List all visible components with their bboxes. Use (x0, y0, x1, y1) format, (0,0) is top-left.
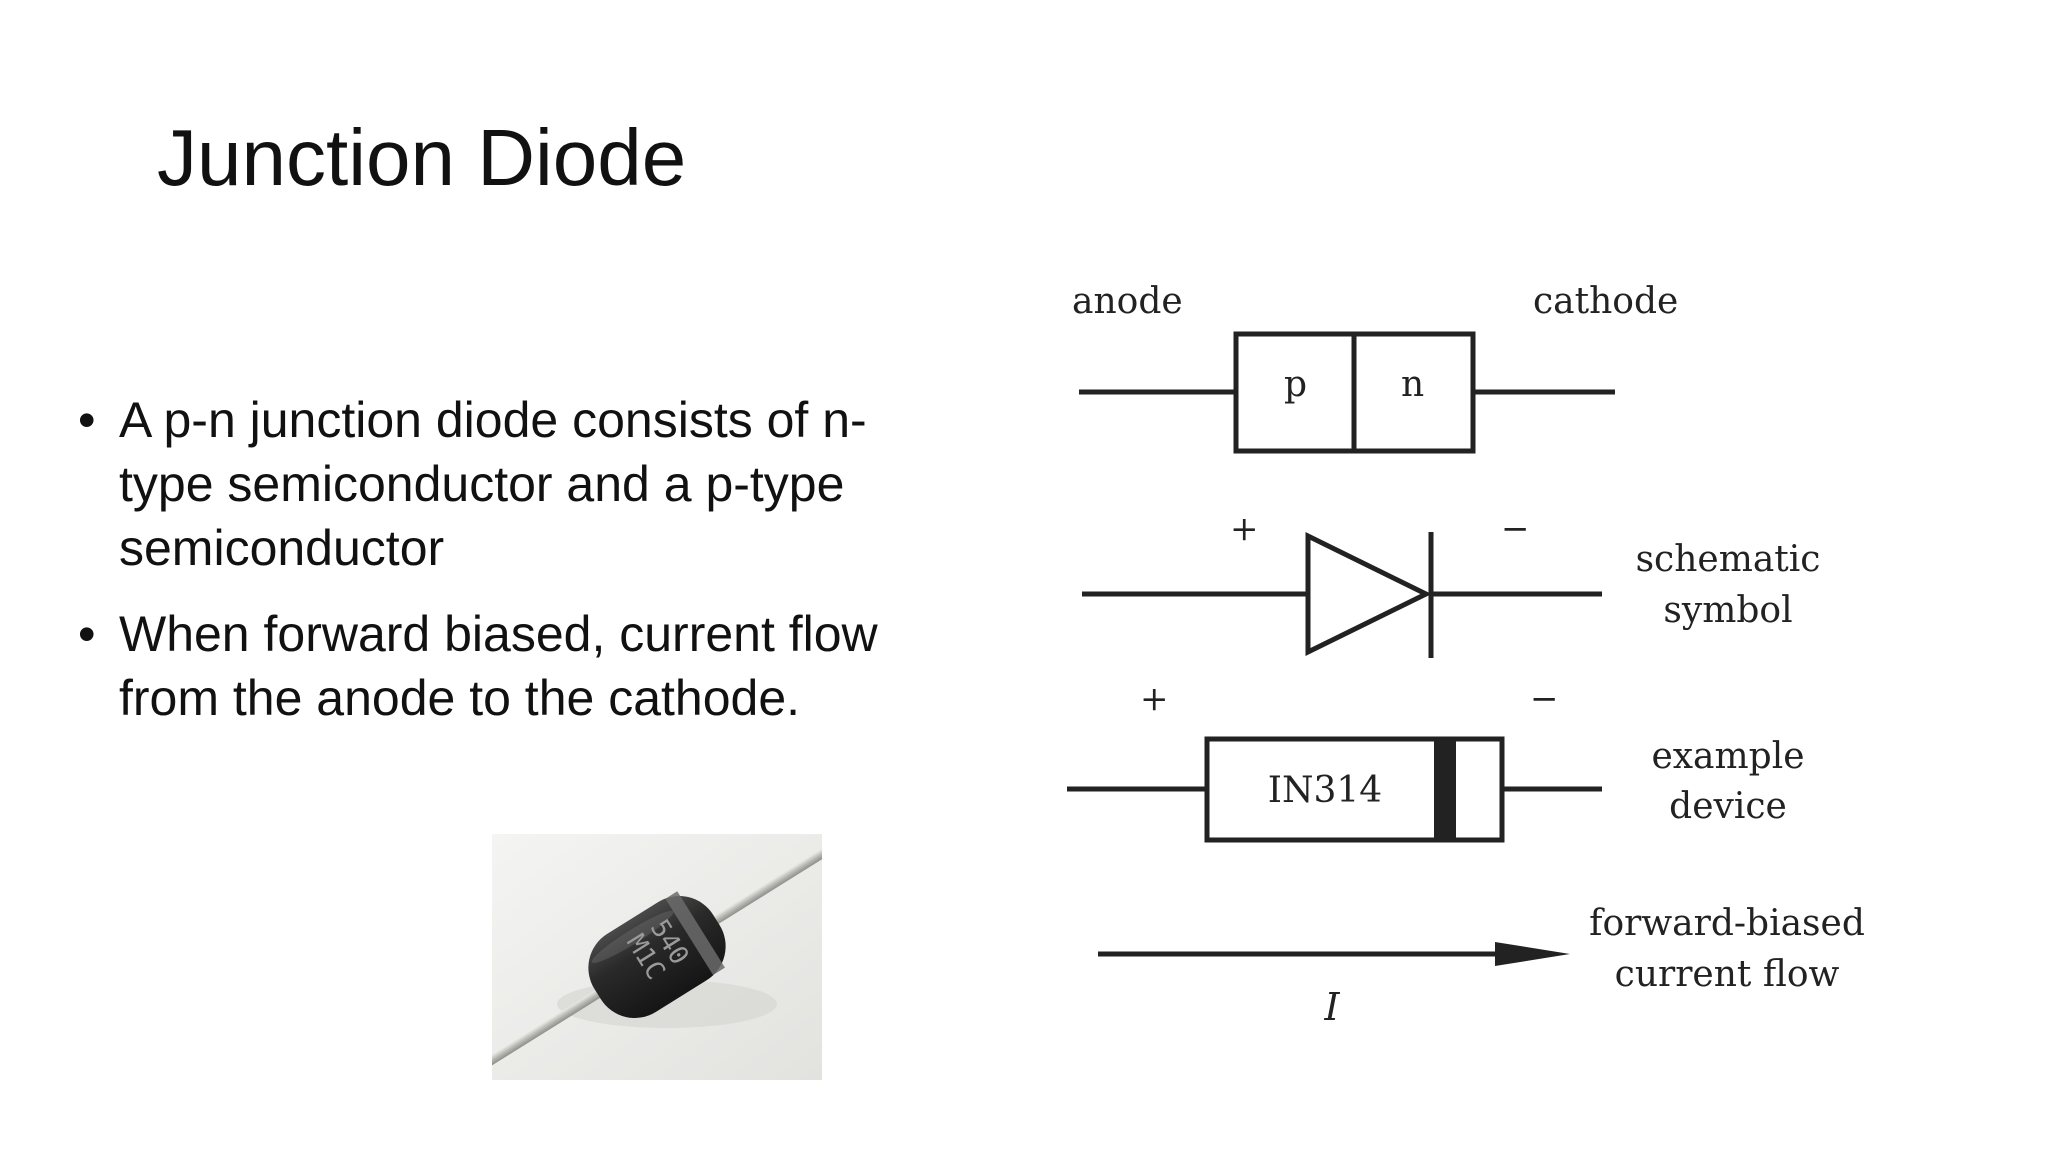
bullet-text: When forward biased, current flow from t… (119, 606, 878, 726)
current-arrow-head (1495, 942, 1570, 966)
slide-title: Junction Diode (157, 113, 687, 202)
cathode-band (665, 891, 725, 976)
diode-diagram: anode cathode p n + − schematic symbol +… (1067, 281, 1865, 1029)
device-name: IN314 (1268, 770, 1382, 811)
flow-label-line-1: forward-biased (1589, 903, 1865, 944)
example-label-line-2: device (1669, 786, 1787, 827)
flow-label-line-2: current flow (1615, 954, 1840, 995)
schematic-label-line-1: schematic (1636, 539, 1821, 580)
anode-label: anode (1072, 281, 1183, 322)
p-region-label: p (1284, 364, 1307, 405)
minus-sign: − (1530, 679, 1559, 719)
example-label-line-1: example (1651, 736, 1804, 777)
diode-photo: 540 M1C (492, 834, 822, 1080)
bullet-list: • A p-n junction diode consists of n-typ… (78, 388, 918, 752)
schematic-label-line-2: symbol (1663, 590, 1792, 631)
bullet-item: • A p-n junction diode consists of n-typ… (78, 388, 918, 580)
bullet-marker: • (78, 392, 96, 448)
bullet-item: • When forward biased, current flow from… (78, 602, 918, 730)
bullet-text: A p-n junction diode consists of n-type … (119, 392, 867, 576)
current-symbol: I (1323, 985, 1340, 1029)
bullet-marker: • (78, 606, 96, 662)
diode-symbol-triangle (1305, 531, 1432, 657)
minus-sign: − (1501, 509, 1530, 549)
plus-sign: + (1140, 679, 1169, 719)
device-cathode-band (1434, 739, 1456, 840)
body-highlight (591, 910, 674, 963)
plus-sign: + (1230, 509, 1259, 549)
n-region-label: n (1401, 364, 1424, 405)
cathode-label: cathode (1533, 281, 1678, 322)
